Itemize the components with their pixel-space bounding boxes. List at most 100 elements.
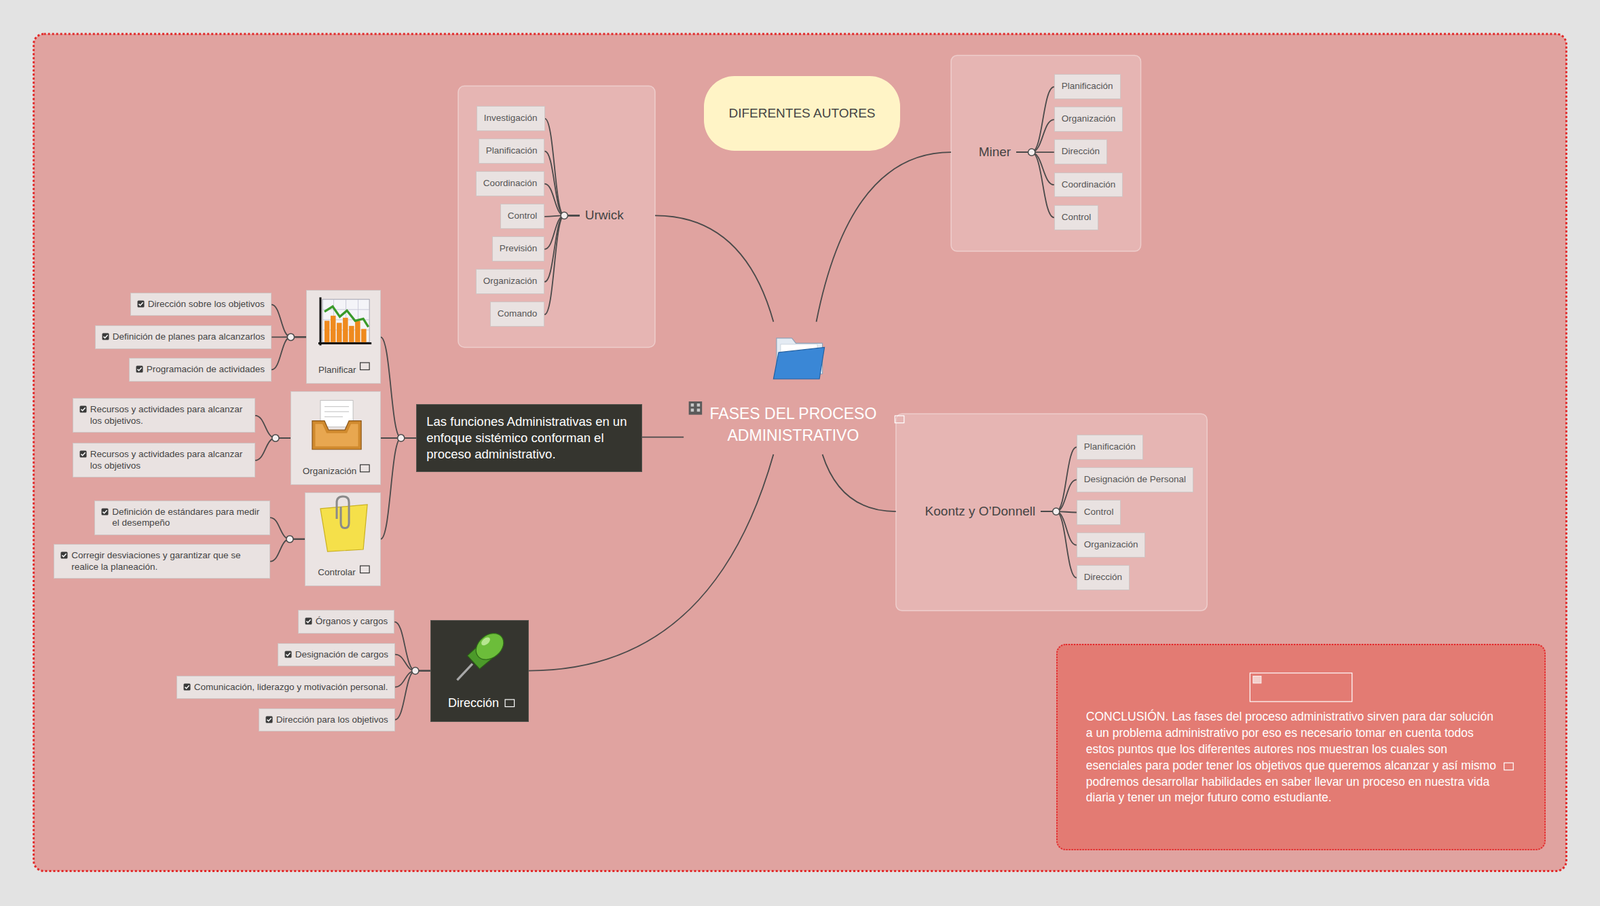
checkbox-icon <box>304 617 313 625</box>
checkbox-icon <box>265 715 273 723</box>
central-topic: FASES DEL PROCESO ADMINISTRATIVO <box>683 321 888 455</box>
node-text: Planificar <box>318 364 357 375</box>
branch-connector <box>1040 479 1077 512</box>
checkbox-icon <box>79 450 87 458</box>
branch-connector <box>545 118 580 216</box>
tray-icon <box>324 406 349 417</box>
branch-connector <box>380 437 417 539</box>
node-text: Miner <box>956 144 1011 160</box>
subtopic-box: Dirección <box>1076 564 1130 590</box>
node-text: Urwick <box>585 207 650 223</box>
pushpin-icon <box>479 635 492 647</box>
branch-connector <box>1016 152 1055 185</box>
branch-junction <box>397 434 405 442</box>
building-icon <box>689 401 703 415</box>
branch-connector <box>1040 511 1077 578</box>
node-text: Las funciones Administrativas en un enfo… <box>426 413 632 463</box>
sticky-note-icon <box>320 504 368 552</box>
node-text: Designación de cargos <box>295 648 389 660</box>
checkbox-icon <box>266 717 271 721</box>
checkbox-icon <box>80 452 85 457</box>
subtopic-box: Coordinación <box>475 171 546 197</box>
tray-icon <box>314 423 358 446</box>
node-text: Dirección para los objetivos <box>276 714 389 725</box>
checkbox-icon <box>101 333 109 341</box>
chart-icon <box>361 328 367 343</box>
image-marker <box>1504 762 1514 770</box>
node-text: Recursos y actividades para alcanzar los… <box>90 448 249 472</box>
node-text: Planificación <box>1061 80 1114 93</box>
node-text: Definición de estándares para medir el d… <box>112 506 264 529</box>
node-text: FASES DEL PROCESO ADMINISTRATIVO <box>698 402 888 446</box>
checkbox-icon <box>137 300 145 308</box>
checkbox-icon <box>62 553 67 557</box>
chart-icon <box>355 320 361 343</box>
node-text: Comando <box>497 308 538 320</box>
branch-junction <box>287 333 294 341</box>
author-topic: Miner <box>951 142 1017 162</box>
checkbox-icon <box>137 367 142 371</box>
chart-icon <box>330 315 337 343</box>
chart-icon <box>324 320 330 343</box>
chart-icon <box>318 297 372 346</box>
checkbox-icon <box>80 407 85 411</box>
branch-junction <box>1028 148 1036 156</box>
node-text: Planificación <box>1084 441 1136 453</box>
group-boundary <box>951 55 1142 252</box>
image-topic: Organización <box>290 391 381 485</box>
subtopic-box: Dirección <box>1054 139 1108 165</box>
task-box: Designación de cargos <box>277 642 396 666</box>
branch-connector <box>255 437 292 461</box>
branch-connector <box>394 621 431 671</box>
folder-icon <box>780 344 818 365</box>
group-boundary <box>896 413 1207 611</box>
chart-icon <box>322 299 370 343</box>
checkbox-icon <box>284 650 292 658</box>
checkbox-icon <box>79 450 87 458</box>
node-text: Organización <box>1084 538 1139 551</box>
branch-connector <box>1040 446 1077 512</box>
branch-connector <box>255 415 292 438</box>
node-text: Programación de actividades <box>146 363 265 375</box>
node-text: Organización <box>483 275 538 288</box>
branch-connector <box>544 215 580 250</box>
node-text: Organización <box>302 465 358 476</box>
node-text: Dirección sobre los objetivos <box>147 298 265 310</box>
task-box: Dirección sobre los objetivos <box>130 292 272 316</box>
branch-connector <box>271 304 307 337</box>
branch-connector <box>1016 86 1055 153</box>
node-text: Corregir desviaciones y garantizar que s… <box>71 549 264 573</box>
pushpin-icon <box>467 644 492 669</box>
task-box: Recursos y actividades para alcanzar los… <box>72 442 256 478</box>
checkbox-icon <box>79 405 87 413</box>
tray-icon <box>312 420 362 450</box>
branch-connector <box>528 454 774 671</box>
subtopic-box: Designación de Personal <box>1076 467 1194 493</box>
task-box: Comunicación, liderazgo y motivación per… <box>176 675 396 699</box>
image-marker <box>505 699 515 707</box>
branch-junction <box>412 666 419 674</box>
building-icon <box>691 408 695 413</box>
checkbox-icon <box>101 507 109 516</box>
node-text: Previsión <box>499 243 538 255</box>
node-text: Controlar <box>317 566 356 578</box>
node-text: Designación de Personal <box>1084 473 1186 486</box>
author-topic: Koontz y O’Donnell <box>896 501 1041 521</box>
image-marker <box>360 362 370 370</box>
author-topic: Urwick <box>579 205 656 225</box>
branch-connector <box>1016 152 1055 218</box>
branch-connector <box>1016 119 1055 153</box>
image-marker <box>894 415 905 423</box>
task-box: Dirección para los objetivos <box>258 708 396 732</box>
checkbox-icon <box>61 551 68 559</box>
branch-connector <box>816 152 952 322</box>
checkbox-icon <box>103 334 108 339</box>
node-text: Control <box>507 210 538 222</box>
subtopic-box: Organización <box>475 268 546 294</box>
building-icon <box>697 408 701 413</box>
node-text: Dirección <box>1061 145 1100 158</box>
checkbox-icon <box>183 682 191 691</box>
task-box: Órganos y cargos <box>298 609 396 633</box>
node-text: Dirección <box>1084 571 1123 584</box>
